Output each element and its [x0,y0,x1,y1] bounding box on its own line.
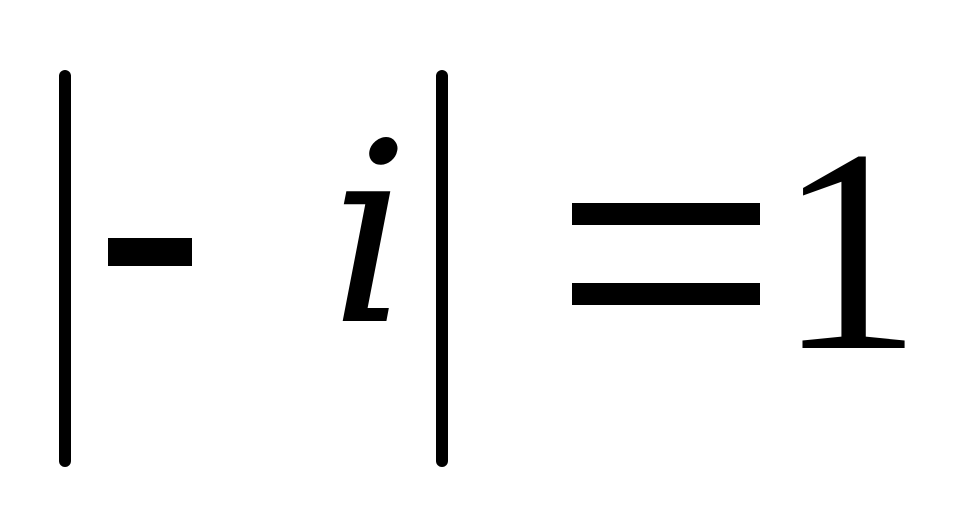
imaginary-unit-variable: i [330,89,410,380]
equals-sign-top-stroke [572,203,760,225]
equals-sign-bottom-stroke [572,283,760,305]
left-absolute-value-bar [59,70,71,467]
result-value: 1 [777,90,922,411]
minus-sign [108,238,192,266]
right-absolute-value-bar [436,70,448,467]
